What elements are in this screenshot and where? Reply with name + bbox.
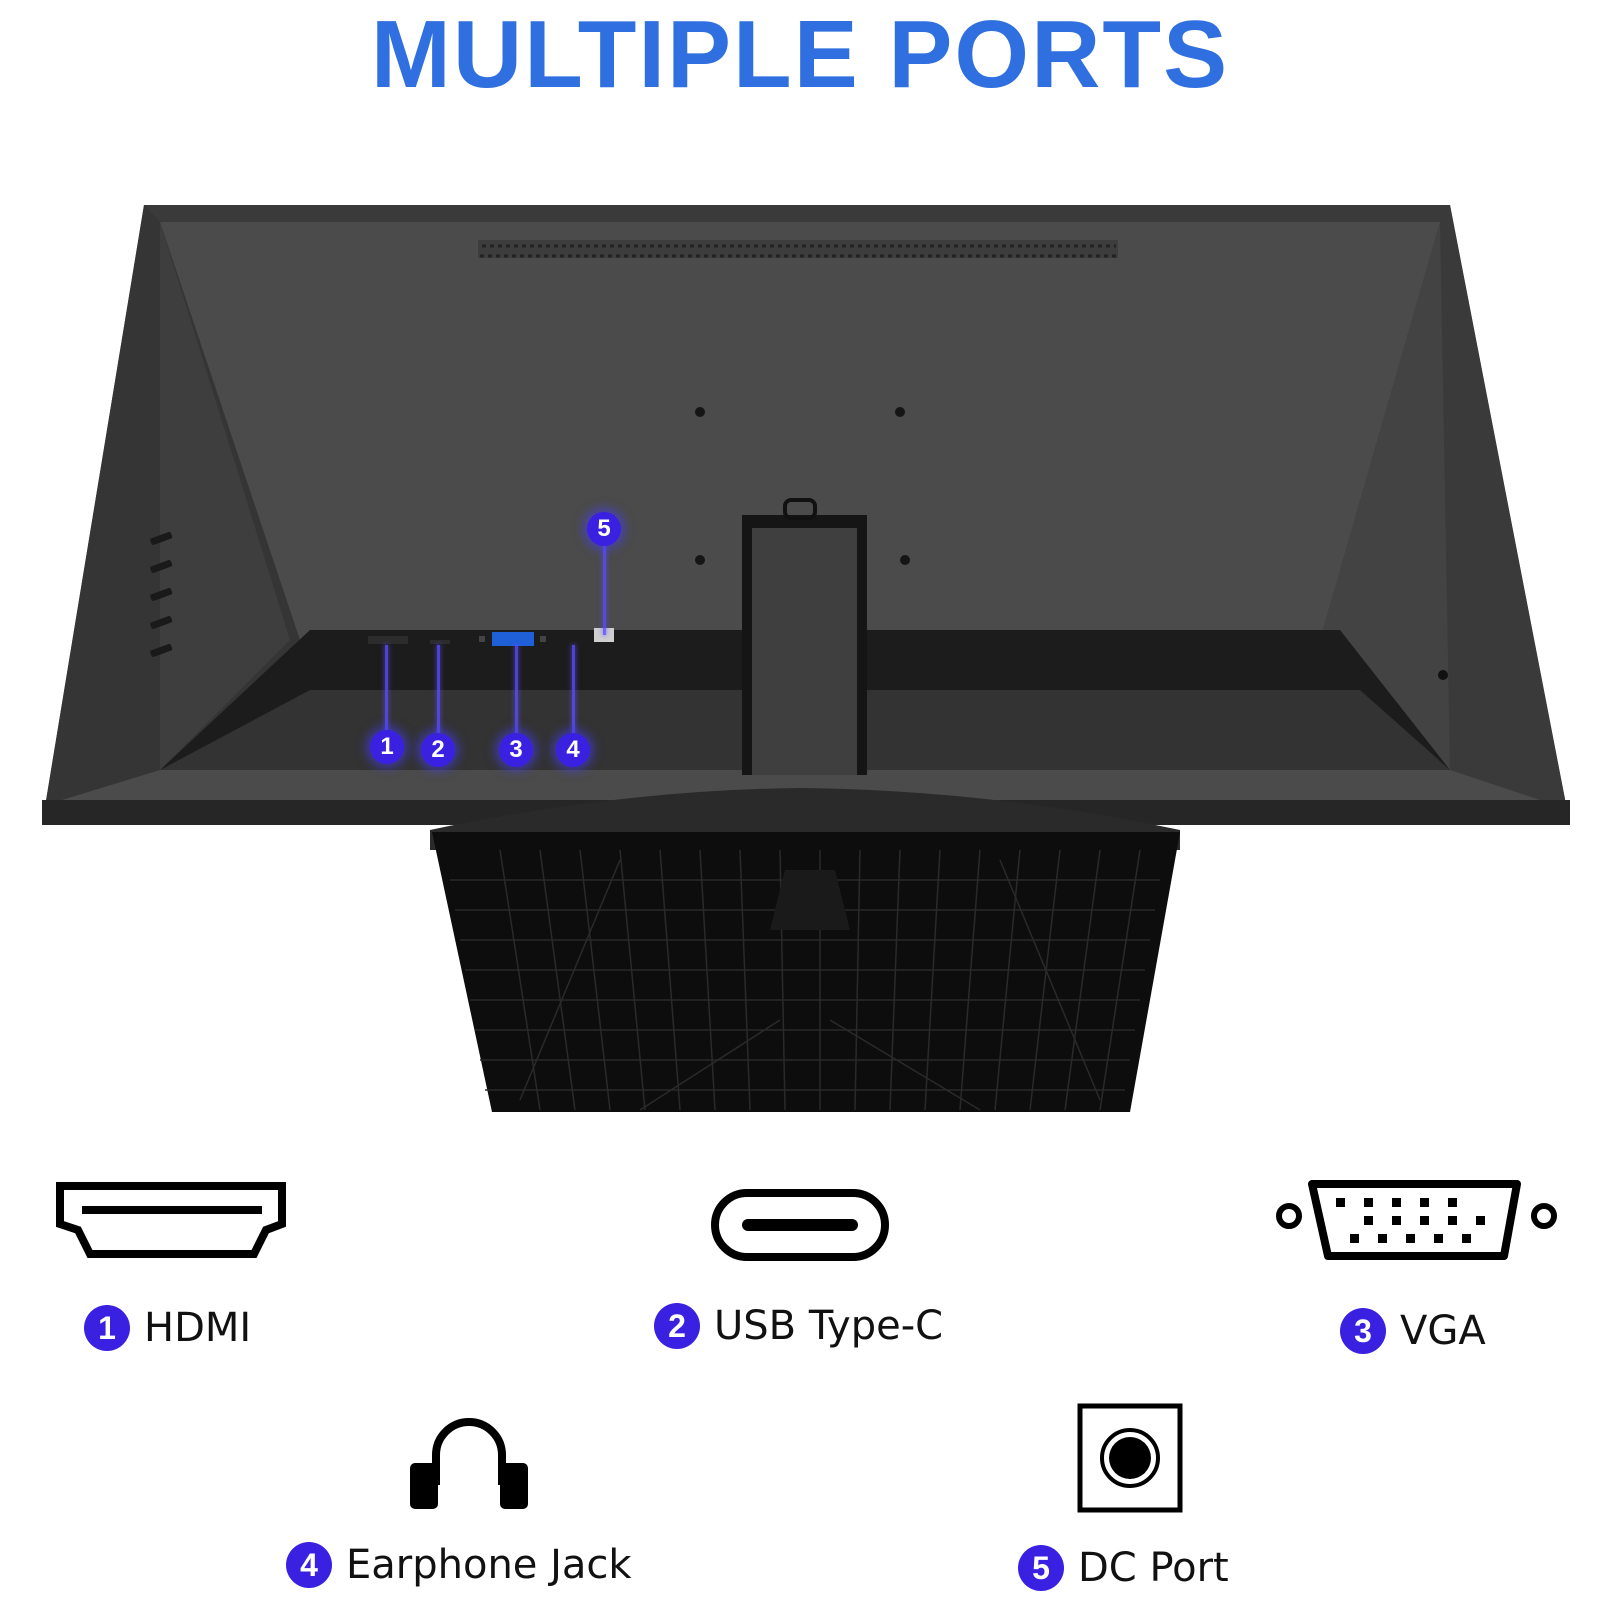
photo-callout-badge-4: 4 xyxy=(556,733,590,767)
number-badge-3: 3 xyxy=(1340,1308,1386,1354)
headphones-icon xyxy=(410,1418,528,1509)
monitor-illustration xyxy=(42,205,1570,1112)
callout-leader-3 xyxy=(515,645,518,735)
photo-callout-badge-3: 3 xyxy=(499,733,533,767)
number-badge-2: 2 xyxy=(654,1303,700,1349)
callout-leader-4 xyxy=(572,645,575,735)
port-label-vga: 3 VGA xyxy=(1340,1308,1486,1354)
port-label-dc-port: 5 DC Port xyxy=(1018,1545,1229,1591)
hdmi-port-icon xyxy=(56,1182,286,1258)
port-name: DC Port xyxy=(1078,1545,1229,1591)
port-label-earphone-jack: 4 Earphone Jack xyxy=(286,1542,632,1588)
port-name: HDMI xyxy=(144,1305,252,1351)
page-title: MULTIPLE PORTS xyxy=(370,1,1230,108)
number-badge-5: 5 xyxy=(1018,1545,1064,1591)
port-name: Earphone Jack xyxy=(346,1542,632,1588)
dc-power-port-icon xyxy=(1077,1403,1183,1513)
port-name: VGA xyxy=(1400,1308,1486,1354)
port-label-usb-c: 2 USB Type-C xyxy=(654,1303,943,1349)
usb-c-port-icon xyxy=(711,1189,889,1261)
port-label-hdmi: 1 HDMI xyxy=(84,1305,251,1351)
callout-leader-1 xyxy=(385,645,388,735)
callout-leader-5 xyxy=(603,545,606,635)
callout-leader-2 xyxy=(437,645,440,735)
photo-callout-badge-2: 2 xyxy=(421,733,455,767)
number-badge-1: 1 xyxy=(84,1305,130,1351)
monitor-back-photo: 1 2 3 4 5 xyxy=(42,205,1570,1112)
port-name: USB Type-C xyxy=(714,1303,944,1349)
photo-callout-badge-1: 1 xyxy=(370,730,404,764)
vga-port-icon xyxy=(1276,1180,1557,1260)
photo-callout-badge-5: 5 xyxy=(587,512,621,546)
number-badge-4: 4 xyxy=(286,1542,332,1588)
